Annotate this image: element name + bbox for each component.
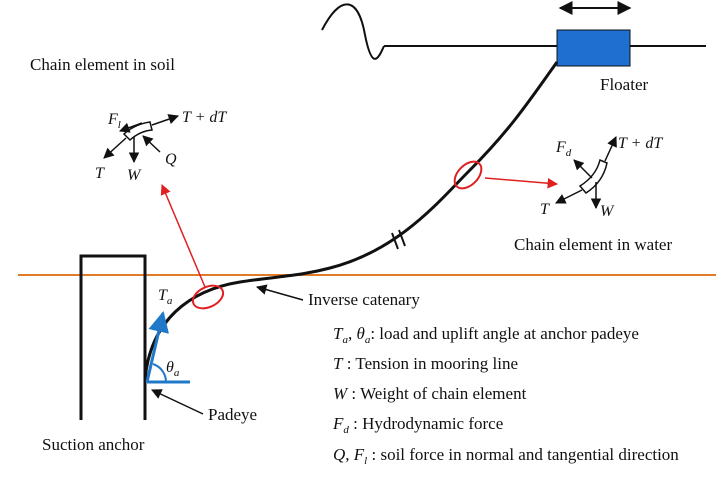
theta-a-symbol: θa [166,359,180,379]
ta-symbol: Ta [158,287,173,307]
water-element-freebody [555,136,617,210]
soil-t-dt-arrow [151,114,179,126]
padeye-label: Padeye [208,405,257,424]
legend-item-1: Ta, θa: load and uplift angle at anchor … [333,324,639,346]
water-fd-arrow [573,159,593,179]
water-t-arrow [555,189,583,204]
chain-in-water-label: Chain element in water [514,235,672,254]
inverse-catenary-pointer [255,284,304,301]
water-element-highlight [453,160,483,190]
chain-in-soil-label: Chain element in soil [30,55,175,74]
inverse-catenary-label: Inverse catenary [308,290,420,309]
soil-q-symbol: Q [165,151,177,168]
suction-anchor-label: Suction anchor [42,435,145,454]
sea-surface-wave [321,3,385,60]
theta-arc [152,363,167,383]
water-w-symbol: W [600,203,615,220]
soil-t-symbol: T [95,165,105,182]
padeye-pointer [151,389,204,415]
legend: Ta, θa: load and uplift angle at anchor … [332,324,679,467]
suction-anchor [79,254,147,420]
soil-element-freebody [103,114,179,164]
line-break-mark-2 [398,229,406,247]
soil-w-symbol: W [127,167,142,184]
soil-element-highlight [191,284,225,310]
water-t-dt-arrow [604,136,617,162]
water-pointer-arrow [484,177,559,189]
water-fd-symbol: Fd [555,139,572,159]
soil-pointer-arrow [160,184,206,288]
water-t-dt-symbol: T + dT [618,135,663,152]
soil-t-arrow [103,137,127,159]
ta-vector [145,310,169,383]
legend-item-3: W : Weight of chain element [333,384,527,403]
soil-element-body [122,121,153,142]
soil-t-dt-symbol: T + dT [182,109,227,126]
floater-label: Floater [600,75,648,94]
water-t-symbol: T [540,201,550,218]
floater-box [556,29,631,67]
water-element-body [578,158,608,194]
legend-item-4: Fd : Hydrodynamic force [332,414,503,436]
legend-item-2: T : Tension in mooring line [333,354,518,373]
soil-fl-arrow [119,122,143,133]
line-break-mark-1 [391,232,399,250]
soil-fl-symbol: Fl [107,111,121,131]
soil-q-arrow [142,135,161,153]
legend-item-5: Q, Fl : soil force in normal and tangent… [333,445,679,467]
